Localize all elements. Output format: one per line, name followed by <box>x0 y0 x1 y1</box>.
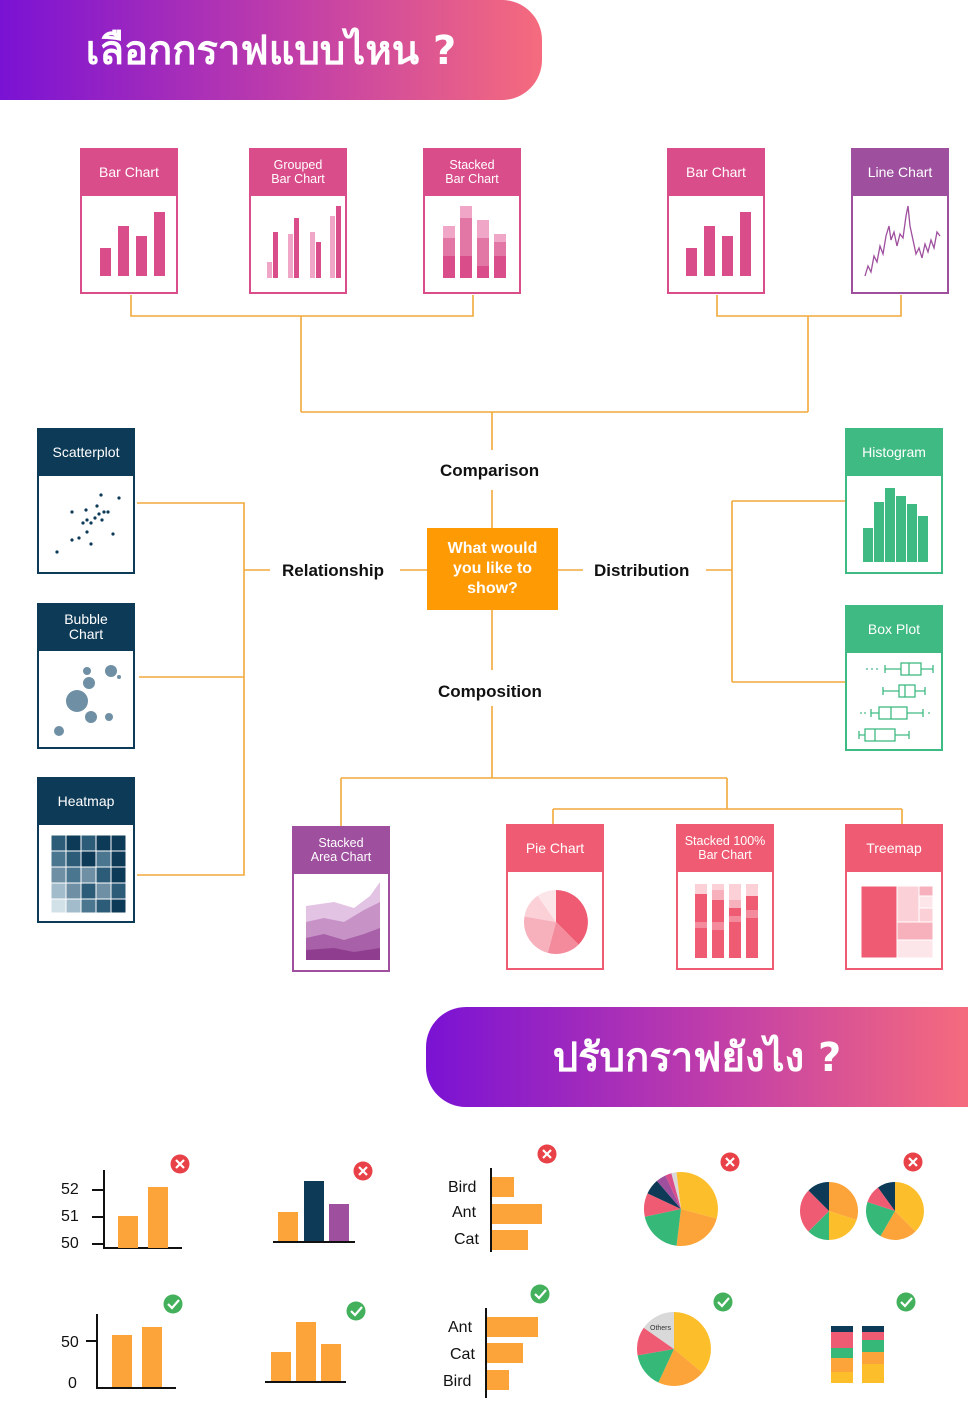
pie-others-label: Others <box>650 1325 672 1332</box>
example-pie-many-slices-bad <box>644 1172 718 1246</box>
card-stacked-area-title: Stacked Area Chart <box>292 826 390 874</box>
good-bar-label-bird: Bird <box>443 1373 472 1390</box>
good-bar-label-ant: Ant <box>448 1319 473 1336</box>
bad-bar-label-cat: Cat <box>454 1231 479 1248</box>
card-heatmap: Heatmap <box>37 777 135 923</box>
card-treemap: Treemap <box>845 824 943 970</box>
line-chart-thumbnail <box>864 205 941 277</box>
bar-chart-thumbnail <box>100 212 165 276</box>
check-circle-icon <box>163 1294 183 1314</box>
card-histogram-title: Histogram <box>845 428 943 476</box>
card-grouped-bar-chart: Grouped Bar Chart <box>249 148 347 294</box>
example-mixed-colors-bad <box>273 1181 355 1243</box>
stacked-bar-thumbnail <box>443 206 506 278</box>
example-zero-axis-good <box>86 1314 176 1389</box>
check-circle-icon <box>713 1292 733 1312</box>
card-scatterplot: Scatterplot <box>37 428 135 574</box>
center-question-text: What would you like to show? <box>447 540 538 597</box>
bad-axis-tick-50: 50 <box>61 1235 79 1252</box>
bad-axis-tick-51: 51 <box>61 1208 79 1225</box>
card-bar-chart-2: Bar Chart <box>667 148 765 294</box>
card-line-chart: Line Chart <box>851 148 949 294</box>
examples-graphics <box>86 1144 924 1398</box>
card-box-plot: Box Plot <box>845 605 943 751</box>
card-pie-chart: Pie Chart <box>506 824 604 970</box>
example-pie-grouped-good <box>637 1312 711 1386</box>
card-box-plot-title: Box Plot <box>845 605 943 653</box>
card-bubble-title-text: Bubble Chart <box>64 611 108 642</box>
bad-axis-tick-52: 52 <box>61 1181 79 1198</box>
card-stacked100-title-text: Stacked 100% Bar Chart <box>684 834 766 862</box>
treemap-thumbnail <box>860 885 934 959</box>
card-line-chart-title: Line Chart <box>851 148 949 196</box>
card-bubble-chart: Bubble Chart <box>37 603 135 749</box>
example-unsorted-bars-bad <box>490 1168 542 1252</box>
cross-circle-icon <box>903 1152 923 1172</box>
example-single-color-good <box>265 1322 346 1383</box>
card-bubble-title: Bubble Chart <box>37 603 135 651</box>
heatmap-thumbnail <box>50 834 127 914</box>
heading-choose-chart: เลือกกราฟแบบไหน ? <box>0 0 542 100</box>
bar-chart-2-thumbnail <box>686 212 751 276</box>
box-plot-thumbnail <box>858 662 934 742</box>
card-grouped-title: Grouped Bar Chart <box>249 148 347 196</box>
card-histogram: Histogram <box>845 428 943 574</box>
card-bar-chart: Bar Chart <box>80 148 178 294</box>
card-stacked-title-text: Stacked Bar Chart <box>445 158 499 186</box>
cross-circle-icon <box>720 1152 740 1172</box>
card-stacked-area-chart: Stacked Area Chart <box>292 826 390 972</box>
stacked-area-thumbnail <box>306 882 380 960</box>
label-comparison: Comparison <box>440 461 540 480</box>
heading-choose-text: เลือกกราฟแบบไหน ? <box>85 28 457 74</box>
example-truncated-axis-bad <box>92 1170 182 1249</box>
card-stacked-bar-chart: Stacked Bar Chart <box>423 148 521 294</box>
card-grouped-title-text: Grouped Bar Chart <box>271 158 325 186</box>
center-question-box: What would you like to show? <box>427 528 558 610</box>
histogram-thumbnail <box>863 488 928 562</box>
card-pie-title: Pie Chart <box>506 824 604 872</box>
good-bar-label-cat: Cat <box>450 1346 475 1363</box>
good-axis-tick-0: 0 <box>68 1375 77 1392</box>
card-stacked100-title: Stacked 100% Bar Chart <box>676 824 774 872</box>
cross-circle-icon <box>353 1161 373 1181</box>
card-stacked-area-title-text: Stacked Area Chart <box>310 836 372 864</box>
pie-chart-thumbnail <box>524 890 588 954</box>
card-treemap-title: Treemap <box>845 824 943 872</box>
check-circle-icon <box>530 1284 550 1304</box>
label-composition: Composition <box>438 682 542 701</box>
connector-lines <box>130 295 903 876</box>
heading-adjust-text: ปรับกราฟยังไง ? <box>552 1035 842 1081</box>
check-circle-icon <box>896 1292 916 1312</box>
example-stacked-bars-good <box>831 1326 884 1383</box>
check-circle-icon <box>346 1301 366 1321</box>
example-multiple-pies-bad <box>800 1182 859 1240</box>
card-stacked-100-bar-chart: Stacked 100% Bar Chart <box>676 824 774 970</box>
card-heatmap-title: Heatmap <box>37 777 135 825</box>
stacked-100-thumbnail <box>695 884 758 958</box>
bubble-chart-thumbnail <box>54 665 121 736</box>
heading-adjust-chart: ปรับกราฟยังไง ? <box>426 1007 968 1107</box>
card-bar-chart-title: Bar Chart <box>80 148 178 196</box>
cross-circle-icon <box>170 1154 190 1174</box>
good-axis-tick-50: 50 <box>61 1334 79 1351</box>
label-relationship: Relationship <box>282 561 385 580</box>
card-bar-chart-2-title: Bar Chart <box>667 148 765 196</box>
cross-circle-icon <box>537 1144 557 1164</box>
bad-bar-label-bird: Bird <box>448 1179 477 1196</box>
card-scatterplot-title: Scatterplot <box>37 428 135 476</box>
example-sorted-bars-good <box>485 1308 538 1398</box>
label-distribution: Distribution <box>594 561 690 580</box>
scatterplot-thumbnail <box>55 493 121 554</box>
grouped-bar-thumbnail <box>267 206 341 278</box>
bad-bar-label-ant: Ant <box>452 1204 477 1221</box>
card-stacked-title: Stacked Bar Chart <box>423 148 521 196</box>
